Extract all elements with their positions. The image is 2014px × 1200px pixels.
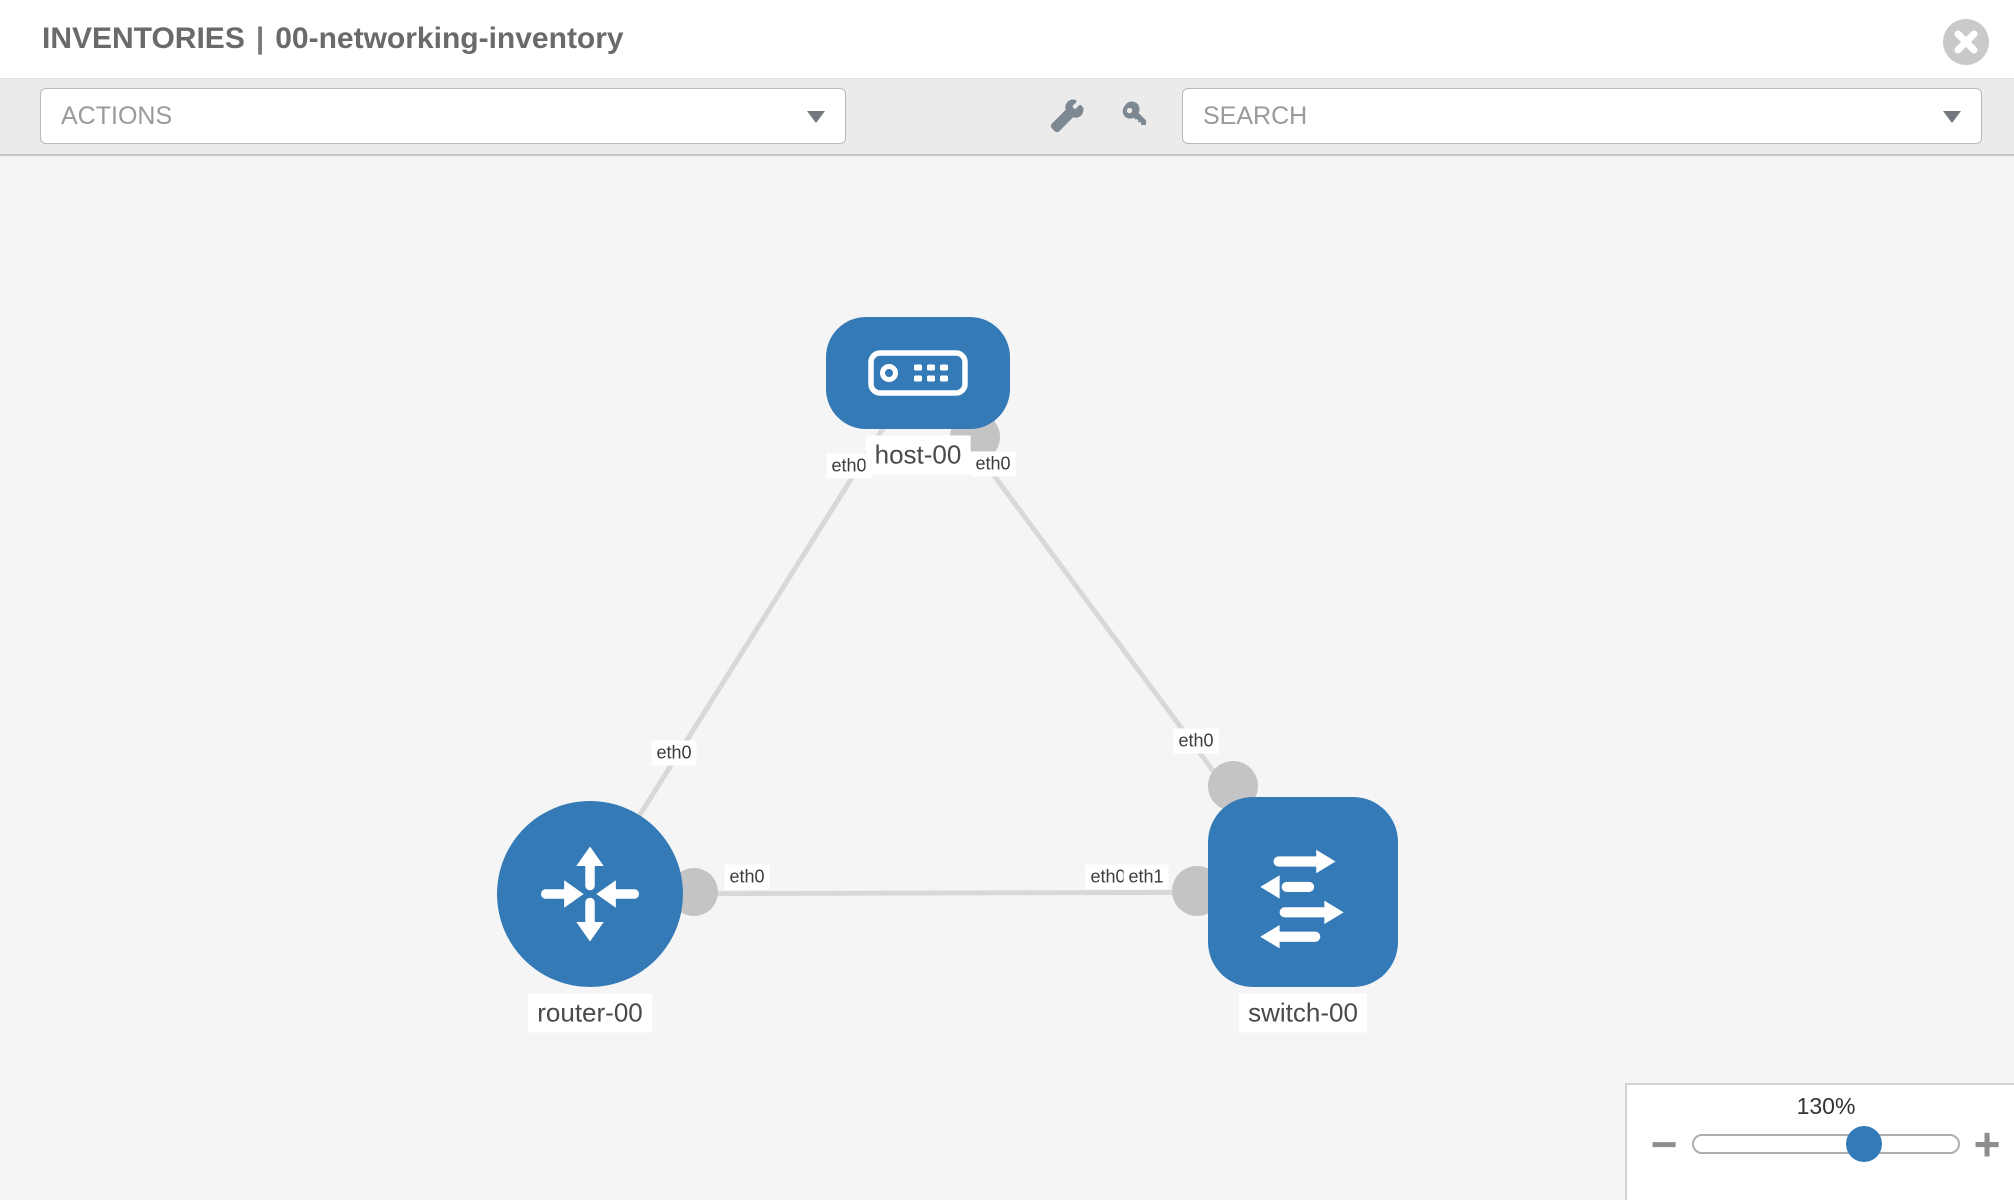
topology-canvas[interactable] xyxy=(0,158,2014,1200)
toolbar: ACTIONS SEARCH xyxy=(0,79,2014,156)
key-icon xyxy=(1122,101,1147,126)
close-button[interactable] xyxy=(1943,19,1989,65)
chevron-down-icon xyxy=(807,111,825,123)
search-dropdown-value: SEARCH xyxy=(1203,101,1308,130)
inventory-name: 00-networking-inventory xyxy=(275,22,624,55)
title-separator: | xyxy=(255,22,265,55)
node-switch-00[interactable] xyxy=(1208,797,1398,987)
page-title-section: INVENTORIES xyxy=(42,22,245,55)
zoom-out-button[interactable]: − xyxy=(1644,1118,1684,1170)
chevron-down-icon xyxy=(1943,111,1961,123)
zoom-level: 130% xyxy=(1796,1093,1856,1119)
switch-icon xyxy=(1260,849,1344,949)
router-icon xyxy=(540,846,640,942)
node-label-router-00: router-00 xyxy=(528,993,652,1033)
credentials-button[interactable] xyxy=(1118,99,1154,135)
interface-label: eth0 xyxy=(651,740,697,766)
node-label-host-00: host-00 xyxy=(865,435,971,475)
interface-label: eth0 xyxy=(724,864,770,890)
actions-dropdown-value: ACTIONS xyxy=(61,101,173,130)
header-bar: INVENTORIES | 00-networking-inventory xyxy=(0,0,2014,79)
tools-button[interactable] xyxy=(1048,99,1084,135)
interface-label: eth0 xyxy=(1173,728,1219,754)
host-icon xyxy=(868,350,968,396)
zoom-slider[interactable] xyxy=(1692,1126,1960,1162)
close-icon xyxy=(1954,30,1978,54)
zoom-slider-thumb[interactable] xyxy=(1846,1126,1882,1162)
search-dropdown[interactable]: SEARCH xyxy=(1182,88,1982,144)
wrench-icon xyxy=(1050,99,1084,133)
interface-label: eth1 xyxy=(1123,864,1169,890)
node-host-00[interactable] xyxy=(826,317,1010,429)
zoom-panel: 130% − + xyxy=(1625,1083,2014,1200)
node-router-00[interactable] xyxy=(497,801,683,987)
interface-label: eth0 xyxy=(970,451,1016,477)
page-title: INVENTORIES | 00-networking-inventory xyxy=(42,22,624,56)
actions-dropdown[interactable]: ACTIONS xyxy=(40,88,846,144)
zoom-in-button[interactable]: + xyxy=(1967,1118,2007,1170)
node-label-switch-00: switch-00 xyxy=(1239,993,1367,1033)
